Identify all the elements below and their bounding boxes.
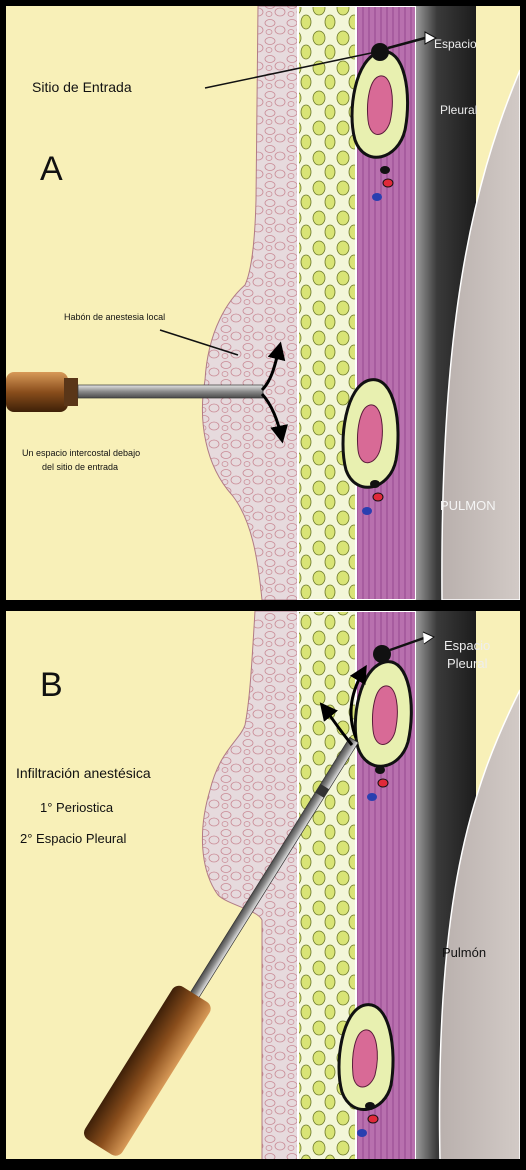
intercostal-label-line1: Un espacio intercostal debajo [22,448,140,458]
fat-layer [298,6,356,600]
panel-divider [0,600,526,611]
lung-label-a: PULMON [440,498,496,513]
rib-lower-b [339,1005,393,1110]
panel-a: Sitio de Entrada A Habón de anestesia lo… [6,6,520,600]
space-label-b-top: Espacio [444,638,490,653]
wheal-label: Habón de anestesia local [64,312,165,322]
entry-site-label: Sitio de Entrada [32,79,132,95]
space-label-b-bottom: Pleural [447,656,488,671]
panel-b: B Infiltración anestésica 1° Periostica … [6,611,520,1161]
space-label-a-top: Espacio [434,37,477,51]
infiltration-label: Infiltración anestésica [16,765,151,781]
rib-lower [343,380,398,488]
intercostal-label-line2: del sitio de entrada [42,462,118,472]
pleural-target-marker [373,645,391,663]
panel-a-letter: A [40,150,63,188]
syringe-hub-a [64,378,78,406]
step2-label: 2° Espacio Pleural [20,831,126,846]
needle-a [78,385,263,398]
step1-label: 1° Periostica [40,800,114,815]
panel-b-letter: B [40,666,63,704]
space-label-a-bottom: Pleural [440,103,477,117]
lung-label-b: Pulmón [442,945,486,960]
syringe-barrel-a [6,372,68,412]
